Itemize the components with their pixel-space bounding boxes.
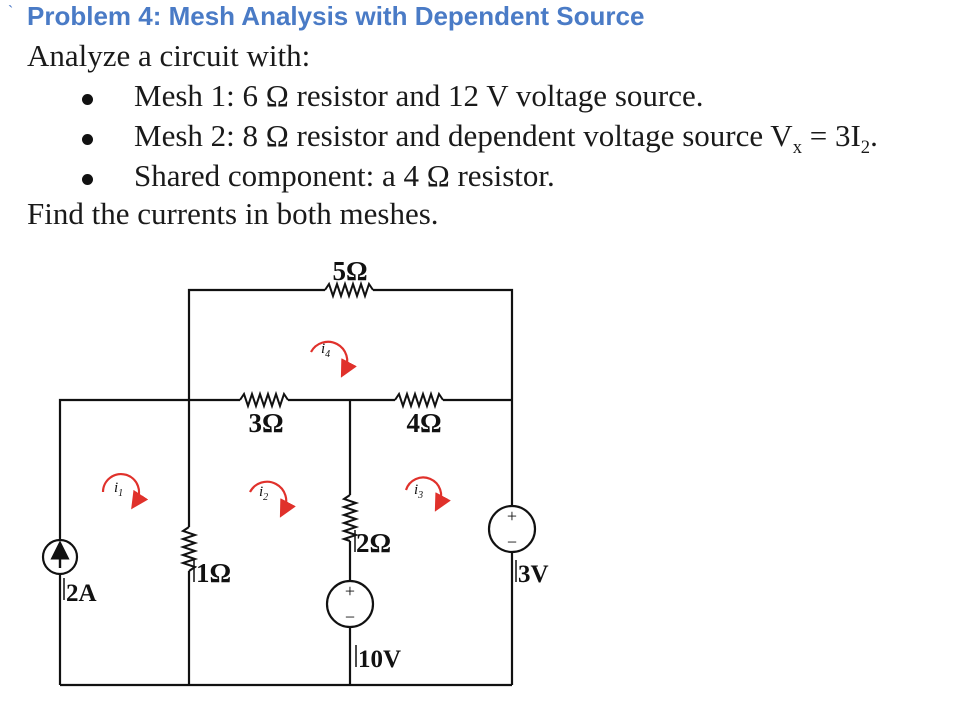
label-resistor-4ohm: 4Ω — [406, 408, 441, 438]
svg-text:i2: i2 — [259, 484, 268, 503]
label-source-3v: 3V — [518, 561, 549, 588]
list-item: Mesh 1: 6 Ω resistor and 12 V voltage so… — [0, 78, 966, 118]
list-item: Mesh 2: 8 Ω resistor and dependent volta… — [0, 118, 966, 158]
wires — [58, 288, 514, 687]
svg-text:i3: i3 — [414, 482, 423, 501]
label-current-source: 2A — [66, 580, 97, 607]
label-source-10v: 10V — [358, 646, 401, 673]
mesh-current-i3: i3 — [404, 476, 451, 512]
svg-text:i4: i4 — [321, 341, 330, 360]
voltage-source-bottom: + − — [325, 579, 375, 629]
svg-text:−: − — [507, 532, 517, 552]
bullet-text: Shared component: a 4 Ω resistor. — [134, 158, 555, 193]
mesh-current-i2: i2 — [249, 480, 296, 518]
bullet-dot — [82, 174, 93, 185]
problem-question: Find the currents in both meshes. — [27, 196, 439, 231]
current-source-symbol — [41, 538, 79, 576]
mesh-current-i4: i4 — [310, 340, 357, 378]
label-resistor-top: 5Ω — [332, 256, 367, 286]
bullet-text: Mesh 2: 8 Ω resistor and dependent volta… — [134, 118, 878, 159]
voltage-source-right: + − — [487, 504, 537, 554]
svg-text:+: + — [345, 581, 355, 601]
label-resistor-2ohm: 2Ω — [356, 528, 391, 558]
svg-text:i1: i1 — [114, 480, 123, 499]
svg-text:−: − — [345, 607, 355, 627]
list-item: Shared component: a 4 Ω resistor. — [0, 158, 966, 198]
problem-title: Problem 4: Mesh Analysis with Dependent … — [27, 1, 645, 31]
problem-intro: Analyze a circuit with: — [27, 38, 311, 73]
bullet-text: Mesh 1: 6 Ω resistor and 12 V voltage so… — [134, 78, 704, 113]
svg-text:+: + — [507, 506, 517, 526]
label-brackets — [63, 530, 517, 667]
bullet-dot — [82, 134, 93, 145]
mesh-current-i1: i1 — [101, 472, 149, 510]
label-resistor-3ohm: 3Ω — [248, 408, 283, 438]
heading-marker: ` — [8, 4, 14, 21]
resistor-symbols — [179, 280, 444, 572]
bullet-dot — [82, 94, 93, 105]
label-resistor-1ohm: 1Ω — [196, 558, 231, 588]
